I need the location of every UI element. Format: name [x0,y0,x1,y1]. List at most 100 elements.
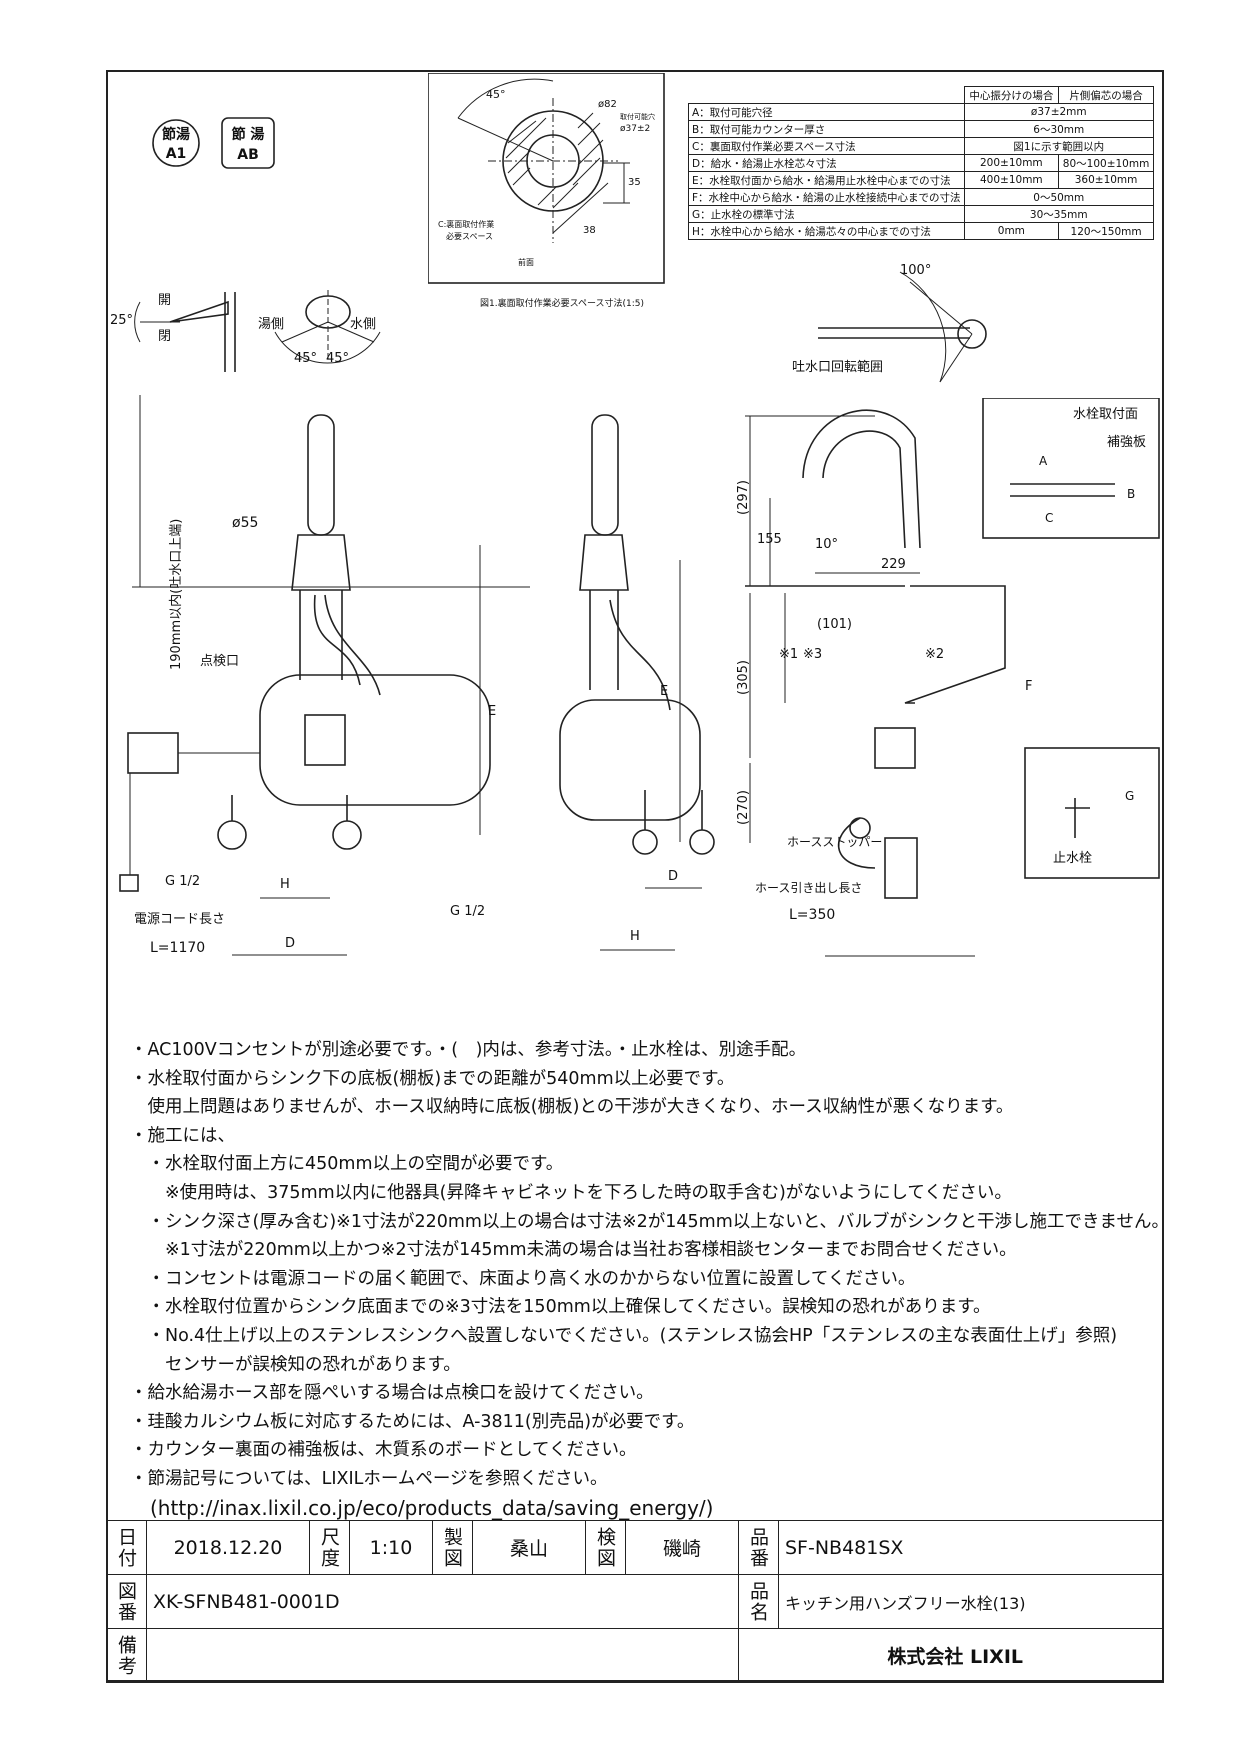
sec-stopper: ホースストッパー [787,835,882,849]
name-label: 品名 [738,1574,779,1629]
spec-row-value: 200±10mm [963,154,1060,172]
spec-row-label: F：水栓中心から給水・給湯の止水栓接続中心までの寸法 [688,188,965,206]
front-cord-len: L=1170 [150,940,205,956]
notes: ・AC100Vコンセントが別途必要です。・( )内は、参考寸法。・止水栓は、別途… [130,1036,1170,1522]
note-line: ・節湯記号については、LIXILホームページを参照ください。 [130,1468,608,1489]
spec-row-value: 図1に示す範囲以内 [963,137,1155,155]
badge2-top: 節 湯 [232,126,265,143]
spec-header-center: 中心振分けの場合 [963,86,1060,104]
sec-B: B [1127,487,1135,501]
note-line: センサーが誤検知の恐れがあります。 [130,1354,461,1375]
note-line: ・給水給湯ホース部を隠ぺいする場合は点検口を設けてください。 [130,1383,654,1404]
sec-d270: (270) [736,790,751,825]
badge1-top: 節湯 [162,126,190,143]
spout-range-label: 吐水口回転範囲 [792,360,883,375]
note-line: ・水栓取付面からシンク下の底板(棚板)までの距離が540mm以上必要です。 [130,1068,735,1089]
sec-d305: (305) [736,660,751,695]
sec-d297: (297) [736,480,751,515]
front-E: E [488,704,496,719]
spec-row-value: 6～30mm [963,120,1155,138]
side-view: E D H [559,414,715,951]
spec-row-value-offset: 80～100±10mm [1058,154,1154,172]
spec-row-label: E：水栓取付面から給水・給湯用止水栓中心までの寸法 [688,171,965,189]
checked-value: 磯崎 [625,1520,739,1575]
date-value: 2018.12.20 [146,1520,310,1575]
sec-d101: (101) [817,617,852,632]
sec-C: C [1045,511,1053,525]
sec-G: G [1125,789,1134,803]
title-block: 日付 2018.12.20 尺度 1:10 製図 桑山 検図 磯崎 品番 SF-… [106,1520,1164,1683]
front-dia: ø55 [232,515,258,531]
sec-valve: 止水栓 [1053,851,1092,866]
fig1-c-label2: 必要スペース [446,231,493,241]
sec-A: A [1039,454,1048,468]
spec-row-label: G：止水栓の標準寸法 [688,205,965,223]
front-inspect: 点検口 [200,654,239,669]
fig1-front: 前面 [518,257,534,267]
sec-d155: 155 [757,532,782,547]
drawn-value: 桑山 [472,1520,586,1575]
spec-row-value: ø37±2mm [963,103,1155,121]
front-H: H [280,877,290,892]
note-line: ・シンク深さ(厚み含む)※1寸法が220mm以上の場合は寸法※2が145mm以上… [130,1211,1170,1232]
badge2-bottom: AB [237,147,259,163]
spec-row-value-offset: 360±10mm [1058,171,1154,189]
figure1-rear-space: 45° ø82 取付可能穴 ø37±2 35 38 C:裏面取付作業 必要スペー… [428,73,665,309]
scale-value: 1:10 [349,1520,433,1575]
section-view: (297) 155 10° 229 (101) ※1 ※3 ※2 F (305)… [736,398,1160,957]
name-value: キッチン用ハンズフリー水栓(13) [778,1574,1164,1629]
sec-F: F [1025,679,1032,694]
note-line: ・カウンター裏面の補強板は、木質系のボードとしてください。 [130,1440,637,1461]
lever-close: 閉 [158,329,171,344]
sec-m3: ※3 [803,647,822,662]
spout-angle: 100° [900,263,931,278]
check-label: 検図 [585,1520,626,1575]
fig1-c-label: C:裏面取付作業 [438,219,494,229]
fig1-caption: 図1.裏面取付作業必要スペース寸法(1:5) [480,297,644,309]
front-view: 190mm以内(吐水口上端) ø55 点検口 E G 1/2 G 1/2 H D… [119,395,530,956]
spec-row-label: H：水栓中心から給水・給湯芯々の中心までの寸法 [688,222,965,240]
sec-mount: 水栓取付面 [1073,407,1138,422]
fig1-dim38: 38 [583,225,596,236]
scale-label: 尺度 [309,1520,350,1575]
company-logo: 株式会社 LIXIL [738,1628,1164,1683]
sec-hose-len: L=350 [789,907,835,923]
side-E: E [660,684,668,699]
spec-row-label: C：裏面取付作業必要スペース寸法 [688,137,965,155]
note-line: ・コンセントは電源コードの届く範囲で、床面より高く水のかからない位置に設置してく… [130,1268,916,1289]
handle-angle-right: 45° [326,351,349,366]
part-value: SF-NB481SX [778,1520,1164,1575]
note-line: (http://inax.lixil.co.jp/eco/products_da… [130,1495,714,1520]
lever-angle: 25° [110,313,133,328]
spec-row-value: 0～50mm [963,188,1155,206]
spec-row-label: A：取付可能穴径 [688,103,965,121]
fig1-d2: ø37±2 [620,124,650,134]
note-line: ・施工には、 [130,1125,235,1146]
part-label: 品番 [738,1520,779,1575]
dwg-label: 図番 [106,1574,147,1629]
note-line: ・水栓取付位置からシンク底面までの※3寸法を150mm以上確保してください。誤検… [130,1297,991,1318]
sec-d229: 229 [881,557,906,572]
note-line: ・No.4仕上げ以上のステンレスシンクへ設置しないでください。(ステンレス協会H… [130,1325,1118,1346]
date-label: 日付 [106,1520,147,1575]
sec-angle10: 10° [815,537,838,552]
badge1-bottom: A1 [166,146,187,162]
side-H: H [630,929,640,944]
note-line: 使用上問題はありませんが、ホース収納時に底板(棚板)との干渉が大きくなり、ホース… [130,1097,1014,1118]
spec-row-value: 0mm [963,222,1060,240]
spec-row-value: 400±10mm [963,171,1060,189]
note-line: ・AC100Vコンセントが別途必要です。・( )内は、参考寸法。・止水栓は、別途… [130,1040,807,1060]
lever-and-rotation-views: 開 閉 25° 湯側 水側 45° 45° 100° 吐水口回転範囲 [110,263,987,383]
dwg-value: XK-SFNB481-0001D [146,1574,739,1629]
front-D: D [285,936,295,951]
spec-row-value-offset: 120～150mm [1058,222,1154,240]
fig1-dim35: 35 [628,177,641,188]
fig1-d1-note: 取付可能穴 [620,112,655,121]
handle-cold: 水側 [350,317,376,332]
fig1-angle: 45° [486,88,506,101]
sec-reinforce: 補強板 [1107,435,1146,450]
front-cord: 電源コード長さ [134,912,225,927]
front-g-left: G 1/2 [165,874,200,889]
spec-row-label: D：給水・給湯止水栓芯々寸法 [688,154,965,172]
